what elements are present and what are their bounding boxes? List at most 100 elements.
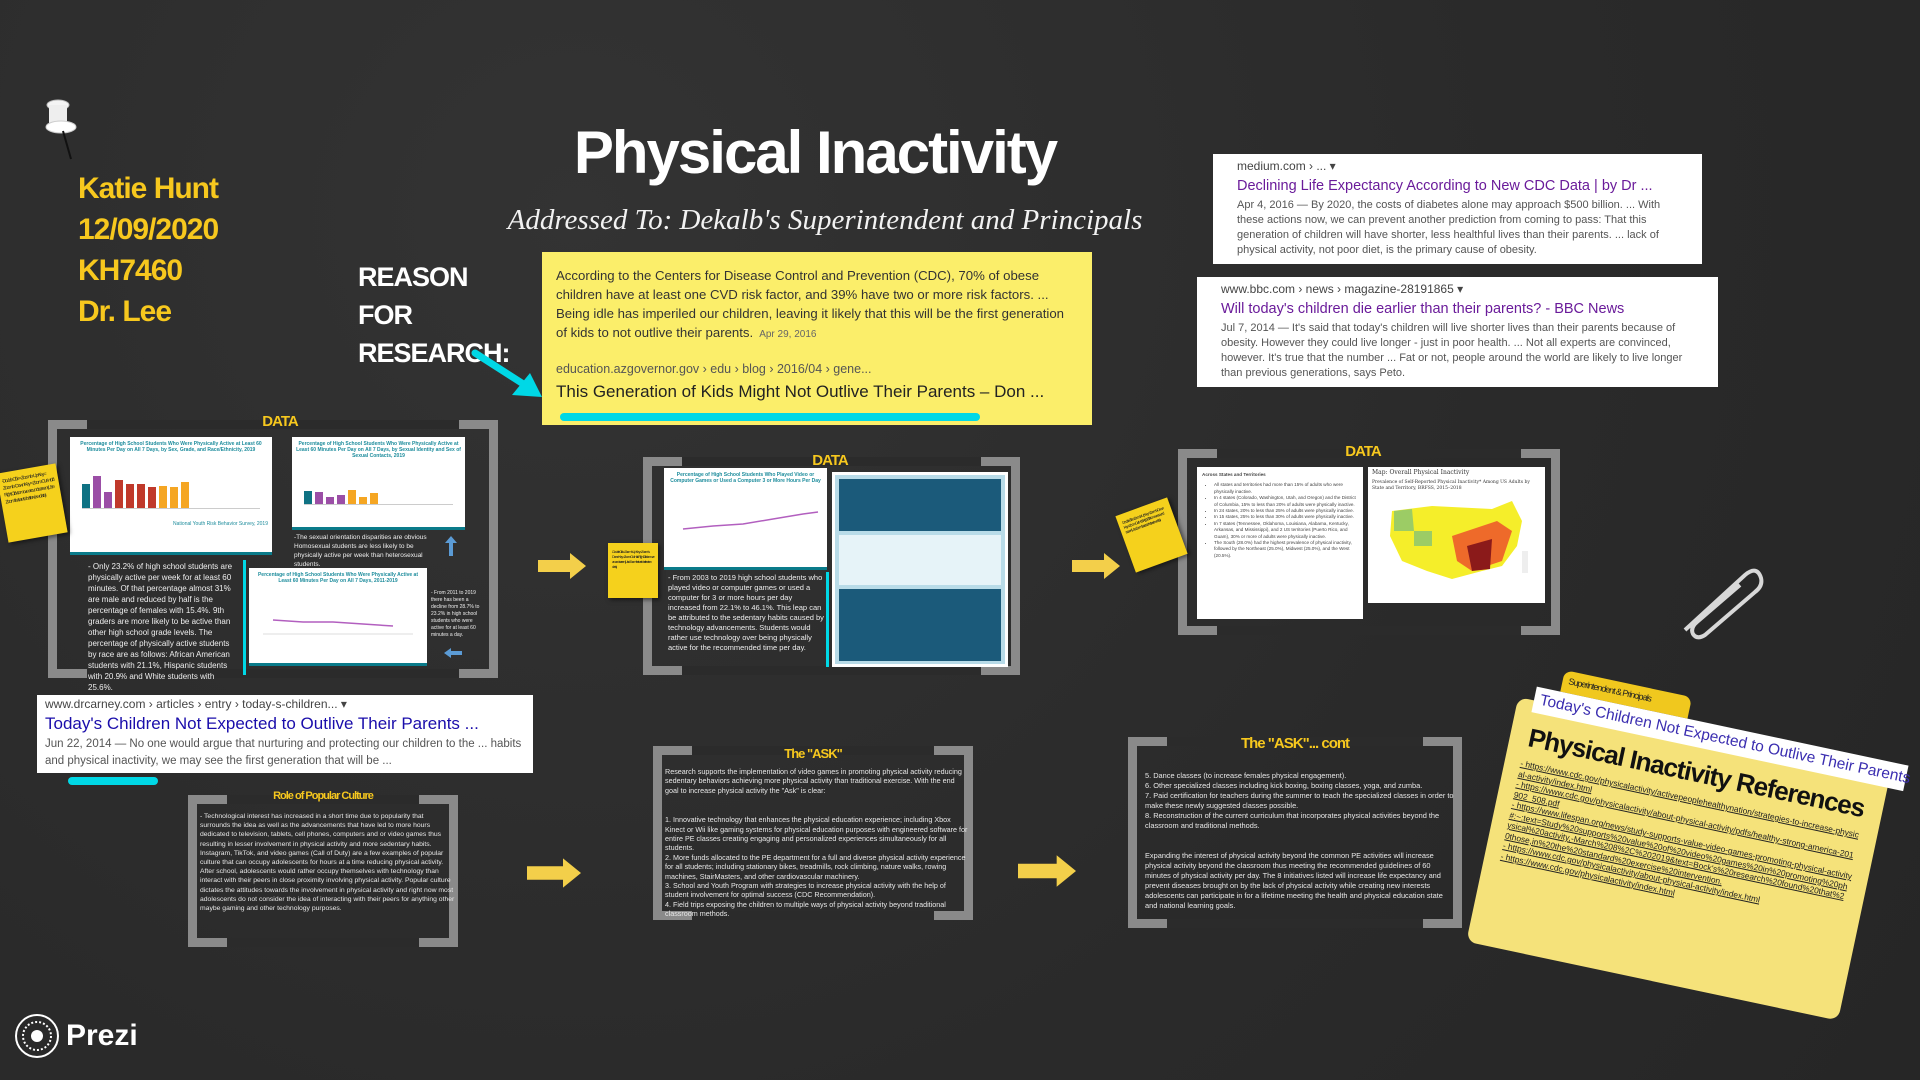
sticky-note-instructions: -Double Click = Zoom In -Up Key = Zoom I… [1115, 497, 1188, 573]
author-id: KH7460 [78, 254, 183, 287]
data2-text: - From 2003 to 2019 high school students… [668, 573, 824, 652]
arrow-right-icon[interactable] [538, 553, 586, 579]
choropleth-map [1390, 501, 1528, 579]
result-snippet: Jul 7, 2014 — It's said that today's chi… [1221, 322, 1683, 379]
data1-main-text: - Only 23.2% of high school students are… [88, 562, 233, 692]
featured-url: education.azgovernor.gov › edu › blog › … [556, 362, 872, 376]
pushpin-icon [45, 99, 77, 160]
arrow-right-icon[interactable] [527, 858, 581, 888]
reason-line: REASON [358, 262, 469, 292]
ask-item: 8. Reconstruction of the current curricu… [1145, 811, 1440, 830]
ask-item: 7. Paid certification for teachers durin… [1145, 791, 1454, 810]
chart-activity-trend-2011-2019[interactable]: Percentage of High School Students Who W… [249, 568, 427, 666]
ask-cont-section [1128, 737, 1462, 928]
author-instructor: Dr. Lee [78, 295, 172, 328]
data-section-1 [48, 420, 498, 678]
popular-culture-text: - Technological interest has increased i… [200, 813, 455, 913]
data-heading: DATA [812, 452, 848, 469]
chart-title: Percentage of High School Students Who P… [670, 472, 821, 484]
chart-title: Percentage of High School Students Who W… [296, 441, 461, 459]
map-title: Map: Overall Physical Inactivity [1372, 469, 1470, 476]
featured-snippet: According to the Centers for Disease Con… [556, 268, 1064, 340]
ask-item: 3. School and Youth Program with strateg… [665, 881, 946, 900]
chart-title: Percentage of High School Students Who W… [257, 572, 419, 584]
list-item: The South (28.0%) had the highest preval… [1214, 540, 1358, 559]
author-date: 12/09/2020 [78, 213, 219, 246]
paperclip-icon [1683, 568, 1764, 640]
chart-bars [304, 465, 453, 505]
reason-line: FOR [358, 300, 413, 330]
result-url: medium.com › ... ▾ [1237, 159, 1336, 173]
trend-note: - From 2011 to 2019 there has been a dec… [431, 590, 480, 638]
trend-line [682, 511, 819, 530]
bbc-search-result[interactable]: www.bbc.com › news › magazine-28191865 ▾… [1197, 277, 1718, 387]
drcarney-search-result[interactable]: www.drcarney.com › articles › entry › to… [37, 695, 533, 773]
result-title-link[interactable]: Today's Children Not Expected to Outlive… [45, 714, 479, 733]
divider-line [243, 560, 246, 675]
chart-bars [82, 459, 260, 509]
map-subtitle: Prevalence of Self-Reported Physical Ina… [1372, 480, 1530, 491]
ask-item: 6. Other specialized classes including k… [1145, 781, 1423, 790]
chart-video-game-use[interactable]: Percentage of High School Students Who P… [664, 468, 827, 570]
result-url: www.drcarney.com › articles › entry › to… [45, 697, 347, 711]
list-item: In 4 states (Colorado, Washington, Utah,… [1214, 495, 1358, 508]
featured-search-result[interactable]: According to the Centers for Disease Con… [542, 252, 1092, 425]
prezi-logo-icon [15, 1014, 59, 1058]
ask-item: 1. Innovative technology that enhances t… [665, 815, 968, 853]
prezi-logo-text: Prezi [66, 1019, 138, 1052]
folder-body: Physical Inactivity References - https:/… [1466, 697, 1890, 1021]
section-heading: Role of Popular Culture [273, 790, 374, 802]
data-heading: DATA [262, 413, 298, 430]
ask-item: 4. Field trips exposing the children to … [665, 899, 946, 919]
list-title: Across States and Territories [1202, 472, 1266, 477]
ask-item: 5. Dance classes (to increase females ph… [1145, 771, 1347, 780]
highlight-underline [560, 413, 980, 421]
section-heading: The "ASK"... cont [1240, 735, 1350, 752]
page-subtitle: Addressed To: Dekalb's Superintendent an… [507, 204, 1143, 236]
list-item: All states and territories had more than… [1214, 482, 1358, 495]
arrow-right-icon[interactable] [1018, 855, 1076, 887]
infographic-image[interactable] [832, 472, 1008, 667]
us-inactivity-map[interactable]: Map: Overall Physical Inactivity Prevale… [1368, 467, 1545, 603]
result-url: www.bbc.com › news › magazine-28191865 ▾ [1221, 282, 1464, 296]
ask-section [653, 746, 973, 920]
divider-line [826, 572, 829, 667]
prezi-logo[interactable]: Prezi [14, 1013, 138, 1059]
list-item: In 7 states (Tennessee, Oklahoma, Louisi… [1214, 521, 1358, 540]
list-item: In 24 states, 20% to less than 25% of ad… [1214, 508, 1358, 514]
author-name: Katie Hunt [78, 172, 219, 205]
orientation-note: -The sexual orientation disparities are … [294, 534, 427, 568]
arrow-up-icon [445, 536, 457, 556]
featured-date: Apr 29, 2016 [759, 329, 817, 340]
featured-title-link[interactable]: This Generation of Kids Might Not Outliv… [556, 382, 1045, 401]
section-heading: The "ASK" [784, 746, 843, 761]
chart-source: National Youth Risk Behavior Survey, 201… [173, 521, 268, 527]
cyan-arrow-icon [471, 349, 542, 397]
references-folder[interactable]: Superintendent & Principals Today's Chil… [1466, 670, 1912, 1021]
data-heading: DATA [1345, 443, 1381, 460]
page-title: Physical Inactivity [573, 119, 1058, 186]
states-summary: Across States and Territories All states… [1197, 467, 1363, 619]
sticky-note-instructions: -Double Click = Zoom In -Up Key = Zoom I… [608, 543, 658, 598]
trend-line [263, 619, 413, 635]
author-info: Katie Hunt 12/09/2020 KH7460 Dr. Lee [78, 168, 219, 332]
result-title-link[interactable]: Declining Life Expectancy According to N… [1237, 178, 1653, 194]
medium-search-result[interactable]: medium.com › ... ▾ Declining Life Expect… [1213, 154, 1702, 264]
chart-activity-by-sexual-identity[interactable]: Percentage of High School Students Who W… [292, 437, 465, 530]
ask-cont-text: 5. Dance classes (to increase females ph… [1145, 771, 1455, 911]
ask-text: Research supports the implementation of … [665, 767, 970, 919]
popular-culture-section [188, 795, 458, 947]
result-snippet: Jun 22, 2014 — No one would argue that n… [45, 738, 522, 767]
arrow-left-icon [444, 648, 462, 658]
sticky-note-instructions: -Double Click = Zoom In -Up Key = Zoom I… [0, 463, 68, 543]
arrow-right-icon[interactable] [1072, 553, 1120, 579]
ask-conclusion: Expanding the interest of physical activ… [1145, 851, 1443, 910]
result-snippet: Apr 4, 2016 — By 2020, the costs of diab… [1237, 199, 1661, 256]
highlight-underline [68, 777, 158, 785]
ask-item: 2. More funds allocated to the PE depart… [665, 852, 966, 881]
chart-activity-by-sex-grade-race[interactable]: Percentage of High School Students Who W… [70, 437, 272, 555]
result-title-link[interactable]: Will today's children die earlier than t… [1221, 301, 1625, 317]
ask-intro: Research supports the implementation of … [665, 767, 962, 795]
list-item: In 15 states, 25% to less than 30% of ad… [1214, 514, 1358, 520]
chart-title: Percentage of High School Students Who W… [80, 441, 262, 453]
